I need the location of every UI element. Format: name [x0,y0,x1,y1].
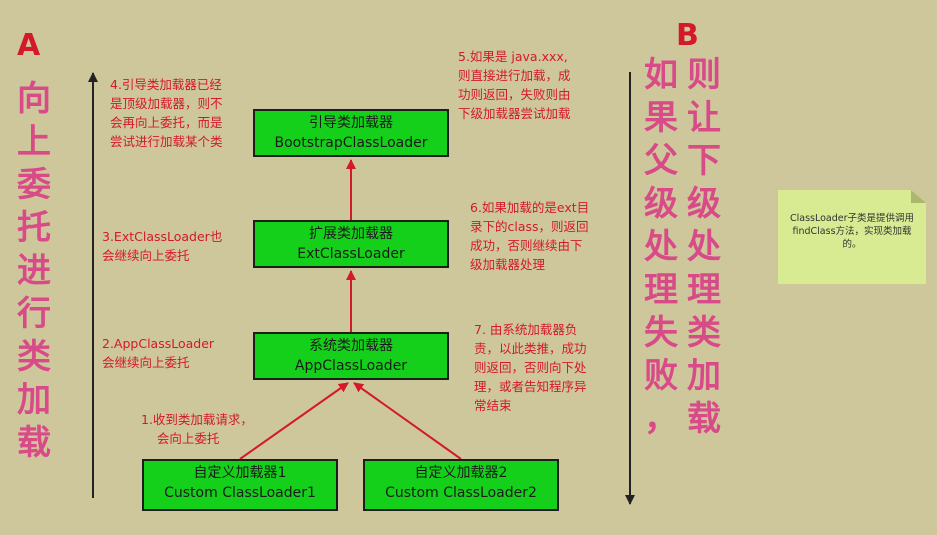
bootstrap-classloader-box: 引导类加载器 BootstrapClassLoader [253,109,449,157]
app-classloader-box: 系统类加载器 AppClassLoader [253,332,449,380]
note-step-6: 6.如果加载的是ext目 录下的class，则返回 成功，否则继续由下 级加载器… [470,200,590,272]
note-step-1: 1.收到类加载请求， 会向上委托 [141,412,253,446]
label-b: B [676,18,699,53]
arrow-custom1-to-app [239,382,349,460]
custom-classloader1-box: 自定义加载器1 Custom ClassLoader1 [142,459,338,511]
custom-classloader2-box: 自定义加载器2 Custom ClassLoader2 [363,459,559,511]
note-step-2: 2.AppClassLoader 会继续向上委托 [102,336,215,370]
sticky-note-text: ClassLoader子类是提供调用findClass方法，实现类加载的。 [789,213,915,250]
side-b-vertical-text-col2: 则 让 下 级 处 理 类 加 载 [687,55,721,439]
note-step-7: 7. 由系统加载器负 责，以此类推，成功 则返回，否则向下处 理，或者告知程序异… [474,322,587,413]
ext-classloader-box: 扩展类加载器 ExtClassLoader [253,220,449,268]
note-step-4: 4.引导类加载器已经 是顶级加载器，则不 会再向上委托，而是 尝试进行加载某个类 [110,77,223,149]
arrow-custom2-to-app [353,382,462,460]
note-step-3: 3.ExtClassLoader也 会继续向上委托 [102,229,223,263]
sticky-note: ClassLoader子类是提供调用findClass方法，实现类加载的。 [778,190,926,284]
side-b-vertical-text-col1: 如 果 父 级 处 理 失 败 ， [644,55,678,439]
side-a-vertical-text: 向 上 委 托 进 行 类 加 载 [17,79,51,463]
label-a: A [17,28,41,63]
note-step-5: 5.如果是 java.xxx, 则直接进行加载，成 功则返回，失败则由 下级加载… [458,49,571,121]
